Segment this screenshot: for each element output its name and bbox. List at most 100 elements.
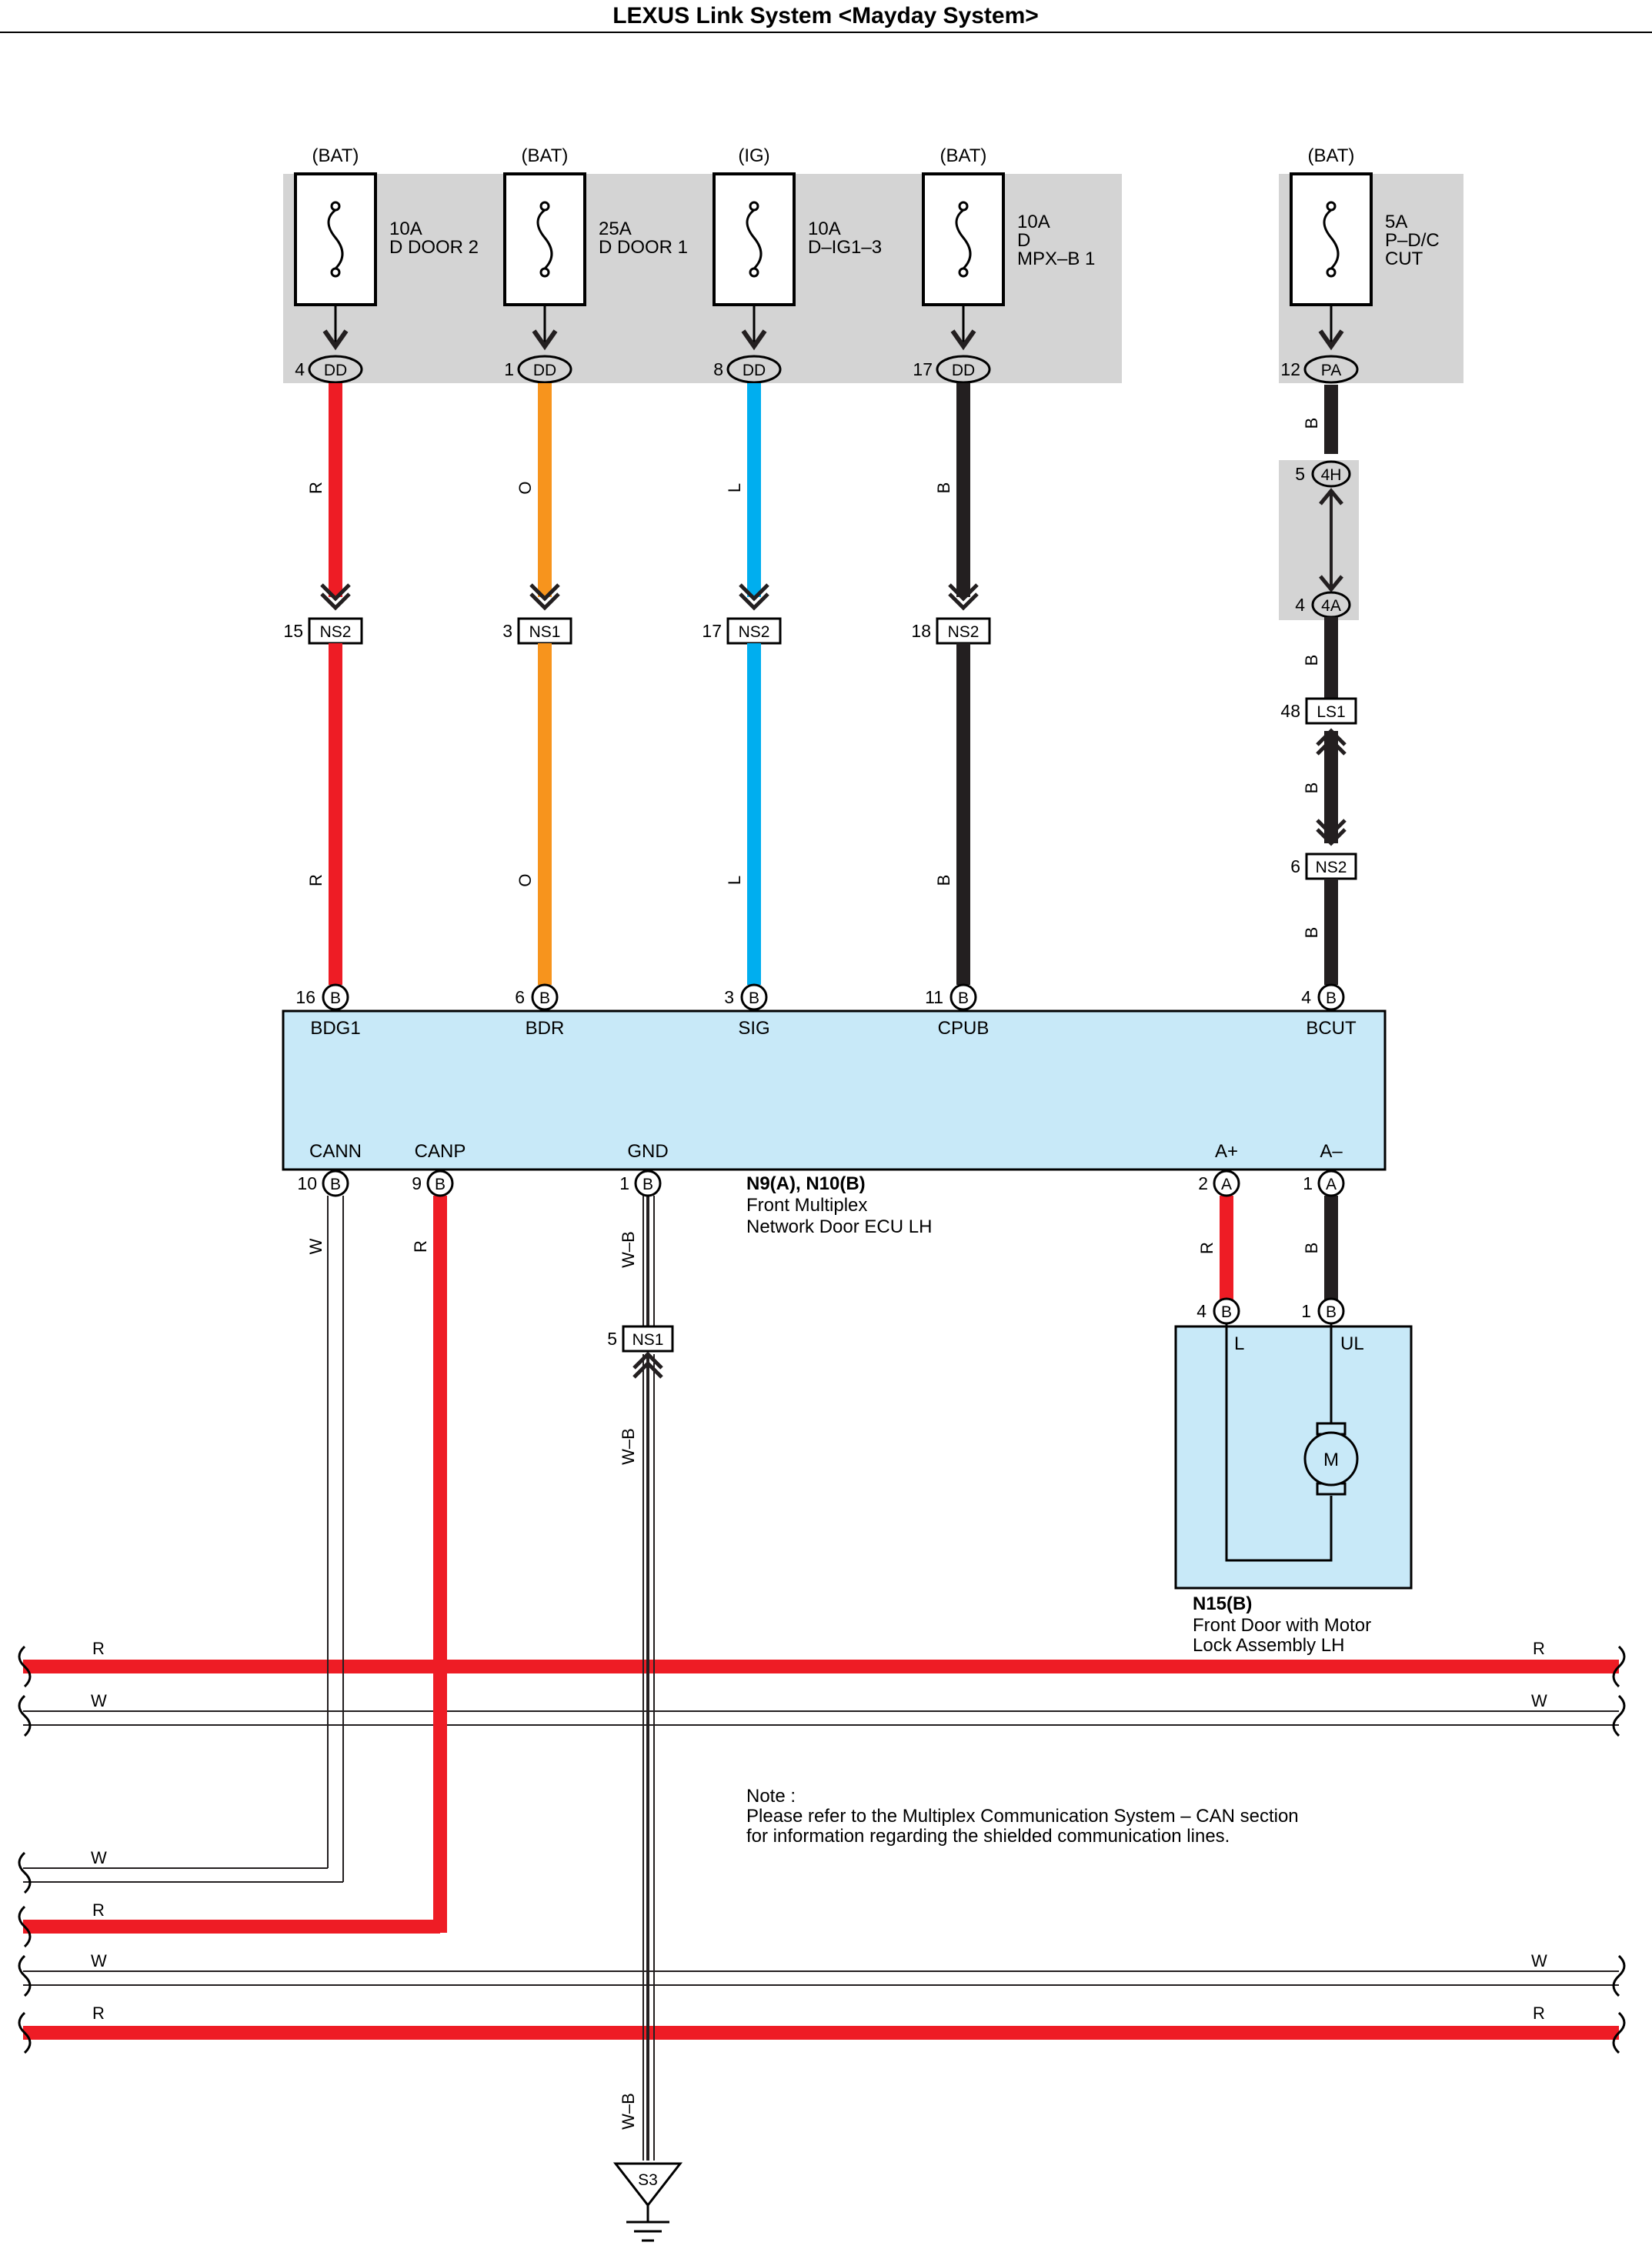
connector-ns-label-3: NS2	[948, 623, 980, 641]
motor-terminal-ul: UL	[1340, 1333, 1364, 1354]
fuse-terminal-top-0	[330, 201, 341, 212]
motor-symbol-label: M	[1323, 1450, 1339, 1470]
connector-ls1-pin: 48	[1280, 701, 1300, 721]
ecu-pin-bottom-num-0: 10	[297, 1173, 317, 1193]
ecu-pin-bottom-num-3: 2	[1198, 1173, 1208, 1193]
wire-arrow-b-2	[739, 592, 769, 611]
ecu-terminal-top-2: SIG	[738, 1018, 769, 1039]
bus-label-w3-right: W	[1531, 1951, 1547, 1970]
lower-wires: W R W–B NS1 5 W–B W–B S3 R B	[306, 1196, 1338, 2242]
wire-label-lower-3: B	[934, 875, 953, 886]
wire-label-gnd-bottom: W–B	[619, 2093, 638, 2130]
ecu-terminal-bottom-1: CANP	[415, 1141, 466, 1162]
ecu-pin-bottom-conn-4: A	[1326, 1176, 1337, 1193]
ecu-pin-top-conn-1: B	[539, 989, 550, 1007]
ecu-pin-bottom-2	[634, 1170, 662, 1197]
fuse-source-3: (BAT)	[940, 145, 987, 166]
ecu-pin-top-1	[531, 983, 559, 1011]
wire-label-upper-1: O	[516, 481, 535, 494]
wire-arrow-a-1	[529, 583, 560, 602]
wire-arrow-b-0	[320, 592, 351, 611]
connector-ns-pin-0: 15	[283, 621, 303, 641]
fuse-source-1: (BAT)	[522, 145, 569, 166]
fuse-label-3-1: D	[1017, 230, 1030, 251]
wire-arrow-a-0	[320, 583, 351, 602]
fuse-connector-3	[936, 355, 991, 384]
bus-label-r3-left: R	[92, 2004, 105, 2023]
ecu-pin-top-conn-3: B	[958, 989, 969, 1007]
fuse-label-4-0: 5A	[1385, 212, 1407, 232]
fuse-connector-label-4: PA	[1321, 362, 1341, 379]
wire-label-upper-2: L	[725, 483, 744, 492]
wire-label-bcut-mid: B	[1302, 655, 1321, 666]
connector-ls1-label: LS1	[1317, 703, 1345, 721]
motor-name-line1: N15(B)	[1193, 1593, 1252, 1614]
fuse-label-4-1: P–D/C	[1385, 230, 1440, 251]
fuse-label-0-0: 10A	[389, 219, 422, 239]
bus-label-r3-right: R	[1533, 2004, 1545, 2023]
ecu-pin-top-conn-2: B	[749, 989, 759, 1007]
wire-label-bcut-ls: B	[1302, 782, 1321, 794]
fuse-connector-label-1: DD	[533, 362, 556, 379]
connector-ns1-gnd-pin: 5	[607, 1329, 617, 1349]
connector-ns-1	[517, 617, 572, 645]
ecu-pin-top-num-0: 16	[295, 987, 315, 1007]
ecu-terminal-bottom-0: CANN	[309, 1141, 362, 1162]
connector-4a-label: 4A	[1321, 597, 1341, 615]
fuse-label-3-0: 10A	[1017, 212, 1050, 232]
fuse-label-4-2: CUT	[1385, 249, 1423, 269]
wire-arrow-b-3	[948, 592, 979, 611]
fuse-terminal-bottom-2	[749, 267, 759, 278]
ecu-pin-bottom-conn-1: B	[435, 1176, 446, 1193]
wire-label-aminus: B	[1302, 1243, 1321, 1254]
bus-label-w1-right: W	[1531, 1691, 1547, 1710]
fuse-connector-label-3: DD	[952, 362, 975, 379]
ecu-name-line3: Network Door ECU LH	[746, 1216, 932, 1237]
fuse-connector-2	[726, 355, 782, 384]
ecu-pin-bottom-3	[1213, 1170, 1240, 1197]
motor-terminal-l: L	[1234, 1333, 1244, 1354]
fuse-source-4: (BAT)	[1308, 145, 1355, 166]
fuse-element-3	[955, 209, 972, 270]
fuse-label-0-1: D DOOR 2	[389, 237, 479, 258]
fuse-arrow-0	[322, 329, 349, 351]
fuse-terminal-bottom-3	[958, 267, 969, 278]
fuse-terminal-top-2	[749, 201, 759, 212]
wire-label-gnd-upper: W–B	[619, 1231, 638, 1268]
fuse-label-1-0: 25A	[599, 219, 632, 239]
fuse-terminal-top-4	[1326, 201, 1337, 212]
wire-arrow-a-2	[739, 583, 769, 602]
connector-ns1-gnd	[622, 1325, 674, 1353]
ecu-pin-top-num-3: 11	[925, 987, 943, 1007]
ecu-pin-top-num-2: 3	[724, 987, 734, 1007]
motor-lock-assembly: B 4 B 1 L UL M N15(B) Front Door with Mo…	[1174, 1297, 1413, 1656]
motor-pin-ul-conn: B	[1326, 1303, 1337, 1321]
fuse-source-0: (BAT)	[312, 145, 359, 166]
ecu-pin-top-3	[949, 983, 977, 1011]
connector-ns2-bcut	[1305, 853, 1357, 880]
ecu-pin-top-conn-0: B	[330, 989, 341, 1007]
ecu-terminal-bottom-4: A–	[1320, 1141, 1343, 1162]
connector-ns1-gnd-label: NS1	[632, 1331, 664, 1349]
fuse-label-1-1: D DOOR 1	[599, 237, 688, 258]
connector-4h-pin: 5	[1295, 464, 1305, 484]
ecu-terminal-top-3: CPUB	[938, 1018, 990, 1039]
connector-ls1	[1305, 697, 1357, 725]
bus-label-w3-left: W	[91, 1951, 107, 1970]
wire-label-cann: W	[306, 1238, 325, 1254]
motor-name-line2: Front Door with Motor	[1193, 1615, 1371, 1636]
connector-ns2-bcut-pin: 6	[1290, 856, 1300, 876]
ecu-pin-bottom-num-1: 9	[412, 1173, 422, 1193]
wire-label-upper-0: R	[306, 482, 325, 494]
fuse-element-0	[327, 209, 344, 270]
fuse-connector-label-2: DD	[743, 362, 766, 379]
fuse-connector-1	[517, 355, 572, 384]
ecu-pin-bcut	[1317, 983, 1345, 1011]
motor-pin-l-conn: B	[1221, 1303, 1232, 1321]
fuse-element-2	[746, 209, 763, 270]
bus-label-r1-right: R	[1533, 1639, 1545, 1658]
